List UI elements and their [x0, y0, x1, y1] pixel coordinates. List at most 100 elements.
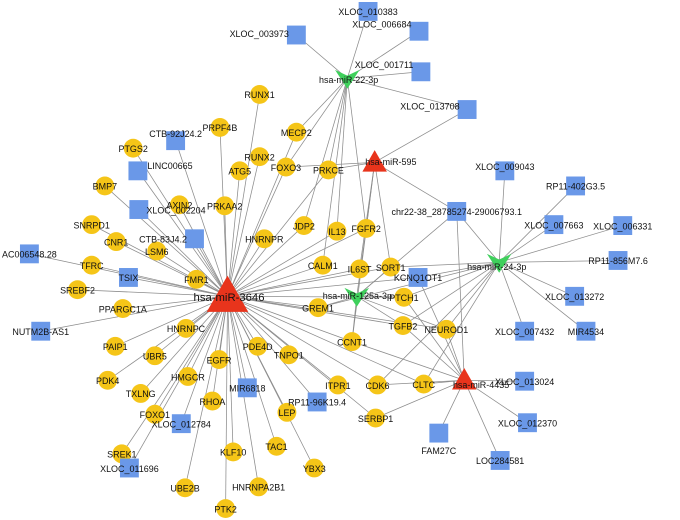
edge-m22-il13 [336, 78, 348, 232]
gene-circle [250, 147, 270, 167]
lncrna-square [518, 413, 537, 433]
gene-node-ppargc1a: PPARGC1A [99, 299, 147, 319]
gene-node-foxo1: FOXO1 [140, 404, 170, 424]
lncrna-label: XLOC_013272 [545, 292, 604, 302]
gene-node-lep: LEP [277, 402, 297, 422]
lncrna-node-ctb-83j4-2: CTB-83J4.2 [139, 229, 204, 249]
gene-circle [414, 374, 434, 394]
gene-node-mecp2: MECP2 [281, 122, 312, 142]
lncrna-square [490, 451, 510, 470]
gene-node-ubr5: UBR5 [143, 346, 167, 366]
gene-circle [368, 375, 387, 395]
lncrna-node-xloc-010383: XLOC_010383 [338, 2, 398, 21]
mirna-label: hsa-miR-24-3p [467, 262, 526, 272]
edge-m3646-foxo1 [154, 296, 228, 415]
gene-node-txlng: TXLNG [126, 384, 156, 403]
lncrna-label: NUTM2B-AS1 [12, 327, 69, 337]
edge-m3646-bmp7 [104, 185, 228, 297]
gene-label: SERBP1 [358, 414, 393, 424]
lncrna-node-xloc-012784: XLOC_012784 [152, 414, 211, 434]
lncrna-node-ctb-92j24-2: CTB-92J24.2 [149, 129, 202, 151]
mirna-node-hsa-mir-125a-3p: hsa-miR-125a-3p [323, 287, 392, 307]
lncrna-node-chr22-38-28785274-29006793-1: chr22-38_28785274-29006793.1 [392, 201, 522, 221]
gene-circle [95, 176, 115, 196]
edge-m22-xloc-001711 [347, 71, 421, 79]
mirna-node-hsa-mir-24-3p: hsa-miR-24-3p [467, 253, 526, 273]
gene-node-ccnt1: CCNT1 [337, 332, 367, 352]
lncrna-label: XLOC_013708 [400, 102, 459, 112]
gene-label: SREBF2 [60, 285, 95, 295]
gene-circle [105, 336, 125, 356]
lncrna-square [237, 378, 257, 398]
lncrna-label: TSIX [119, 273, 139, 283]
edge-m24-tgfb2 [402, 262, 500, 326]
edge-m4435-serbp1 [375, 379, 465, 419]
edge-m3646-il6st [227, 268, 360, 297]
gene-circle [106, 232, 126, 252]
lncrna-label: XLOC_010383 [338, 7, 397, 17]
mirna-label: hsa-miR-4435 [453, 380, 509, 390]
gene-node-bmp7: BMP7 [93, 176, 117, 196]
lncrna-node-mir4534: MIR4534 [568, 321, 604, 341]
lncrna-node-xloc-003973: XLOC_003973 [230, 25, 306, 45]
gene-node-runx1: RUNX1 [244, 85, 275, 104]
lncrna-square [576, 321, 596, 341]
lncrna-node-xloc-013708: XLOC_013708 [400, 100, 477, 119]
edge-m3646-xloc-011696 [129, 296, 228, 469]
lncrna-node-rp11-402g3-5: RP11-402G3.5 [546, 176, 605, 196]
gene-circle [394, 287, 414, 307]
gene-label: UBE2B [170, 484, 199, 494]
edge-m4435-tgfb2 [402, 325, 465, 381]
gene-label: HNRNPA2B1 [232, 483, 285, 493]
lncrna-square [457, 100, 477, 119]
gene-label: CNR1 [104, 237, 128, 247]
edge-m4435-ccnt1 [351, 341, 465, 381]
gene-node-neurod1: NEUROD1 [424, 319, 468, 339]
gene-label: ITPR1 [325, 381, 350, 391]
gene-node-snrpd1: SNRPD1 [74, 215, 110, 235]
mirna-label: hsa-miR-125a-3p [323, 291, 392, 301]
gene-label: PAIP1 [103, 342, 128, 352]
edge-m3646-calm1 [227, 264, 323, 297]
gene-circle [209, 350, 229, 369]
lncrna-node-xloc-011696: XLOC_011696 [100, 458, 159, 478]
edge-m22-xloc-013708 [347, 78, 468, 110]
edge-m3646-grem1 [227, 295, 319, 309]
gene-label: HMGCR [171, 372, 205, 382]
gene-circle [294, 216, 314, 236]
gene-node-ptk2: PTK2 [214, 499, 237, 519]
gene-label: SORT1 [376, 263, 406, 273]
gene-label: PDE4D [243, 342, 273, 352]
edge-m24-mir4534 [498, 262, 587, 332]
gene-label: PRKCE [313, 166, 344, 176]
lncrna-label: XLOC_006684 [352, 19, 411, 29]
lncrna-node-tsix: TSIX [119, 268, 139, 287]
edge-m3646-ctb-92j24-2 [175, 140, 228, 297]
gene-label: PRPF4B [203, 123, 238, 133]
edge-m3646-axin2 [179, 204, 228, 297]
mirna-triangle [362, 150, 387, 172]
lncrna-label: CTB-92J24.2 [149, 129, 202, 139]
gene-node-lsm6: LSM6 [145, 241, 168, 261]
gene-label: HNRNPR [245, 235, 284, 245]
edge-m3646-ptgs2 [132, 148, 228, 297]
edge-m595-chr22-38-28785274-29006793-1 [374, 162, 457, 212]
gene-label: CLTC [412, 380, 435, 390]
gene-label: GREM1 [302, 303, 334, 313]
gene-label: TFRC [80, 261, 104, 271]
lncrna-node-xloc-007432: XLOC_007432 [495, 321, 554, 341]
gene-node-ptgs2: PTGS2 [118, 138, 148, 158]
gene-node-klf10: KLF10 [220, 442, 246, 462]
gene-node-pde4d: PDE4D [243, 336, 273, 356]
gene-node-ptch1: PTCH1 [389, 287, 419, 307]
edge-m125-neurod1 [356, 295, 447, 330]
edge-m24-rp11-856m7-6 [499, 260, 619, 263]
lncrna-node-linc00665: LINC00665 [128, 161, 193, 181]
edge-m3646-prkce [227, 169, 329, 297]
gene-node-atg5: ATG5 [228, 161, 251, 181]
gene-circle [277, 402, 297, 422]
lncrna-label: MIR4534 [568, 327, 604, 337]
gene-label: CCNT1 [337, 337, 367, 347]
gene-node-runx2: RUNX2 [244, 147, 275, 167]
